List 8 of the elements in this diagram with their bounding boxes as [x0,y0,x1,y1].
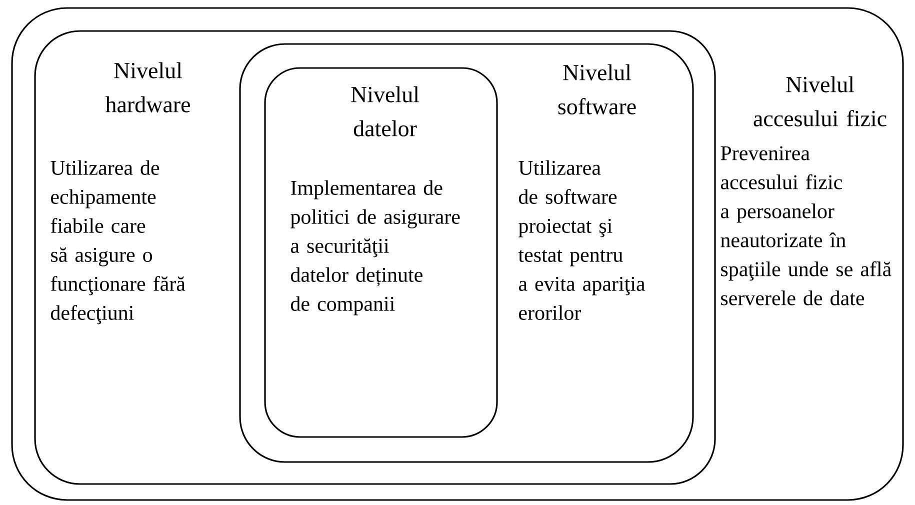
layer-description: Prevenirea accesului fizic a persoanelor neautorizate în spaţiile unde se află serverele de date [720,146,892,306]
layer-description: Utilizarea de software proiectat şi testat pentru a evita apariţia erorilor [518,160,646,320]
layer-title: Nivelul datelor [351,86,420,136]
layer-title: Nivelul accesului fizic [754,76,886,126]
layer-title: Nivelul hardware [105,62,190,112]
layer-title: Nivelul software [558,64,636,114]
layer-description: Utilizarea de echipamente fiabile care să asigure o funcţionare fără defecţiuni [50,160,186,324]
layer-description: Implementarea de politici de asigurare a securităţii datelor deținute de companii [290,180,460,316]
